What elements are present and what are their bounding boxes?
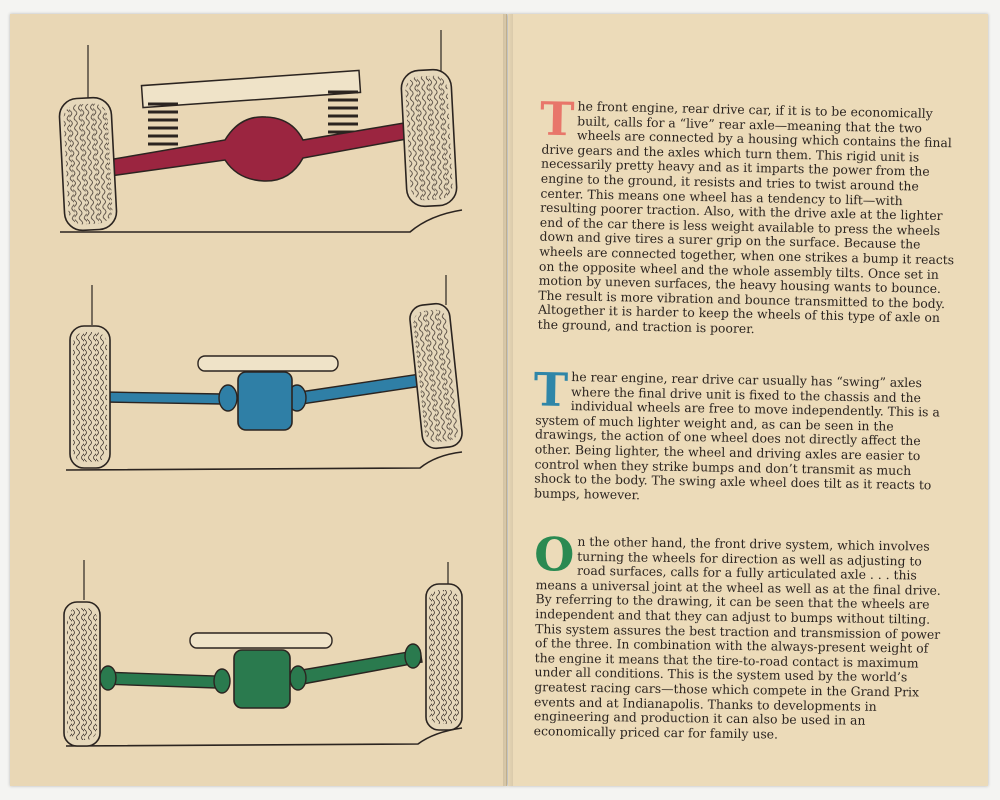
page-fold xyxy=(503,14,513,786)
right-page xyxy=(508,14,988,786)
front-drive-drawing-icon xyxy=(63,560,463,747)
swing-axle-drawing-icon xyxy=(65,275,463,471)
dropcap: T xyxy=(539,91,575,147)
dropcap: T xyxy=(533,362,569,417)
paragraph-text: he rear engine, rear drive car usually h… xyxy=(533,369,940,503)
paragraph-text: he front engine, rear drive car, if it i… xyxy=(537,98,955,337)
live-axle-drawing-icon xyxy=(58,30,463,233)
dropcap: O xyxy=(533,527,575,582)
paragraph-text: n the other hand, the front drive system… xyxy=(533,533,941,742)
